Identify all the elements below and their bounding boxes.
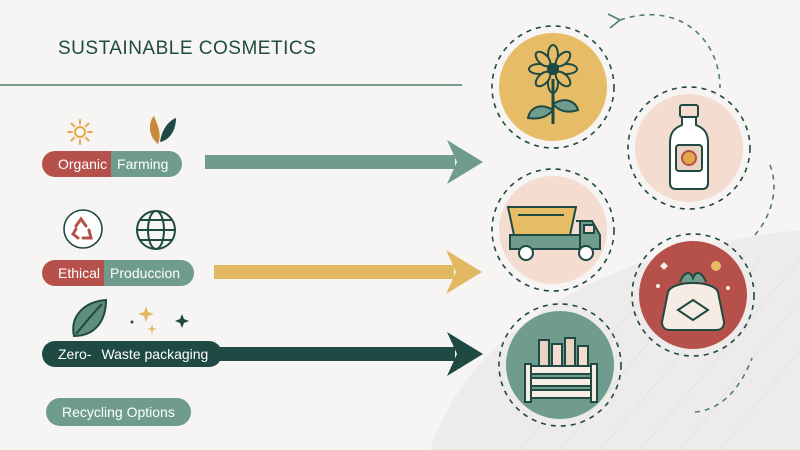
- bottle-icon: [669, 104, 709, 190]
- zero-text: Zero-: [58, 346, 92, 362]
- organic-text: Organic: [42, 151, 112, 177]
- waste-packaging-text: Waste packaging: [101, 346, 209, 362]
- produccion-text: Produccion: [104, 260, 195, 286]
- zero-waste-label: Zero- Waste packaging: [42, 341, 223, 367]
- ethical-text: Ethical: [42, 260, 105, 286]
- ethical-production-label: Ethical Produccion: [42, 260, 195, 286]
- page-title: SUSTAINABLE COSMETICS: [58, 38, 317, 59]
- cycle-connectors: [607, 13, 775, 413]
- ethical-production-arrow: [214, 250, 482, 294]
- globe-icon: [136, 210, 176, 250]
- farming-text: Farming: [111, 151, 183, 177]
- organic-farming-arrow: [205, 140, 483, 184]
- title-divider: [0, 84, 462, 86]
- leaf-icon: [72, 298, 108, 338]
- recycle-icon: [63, 209, 103, 249]
- truck-node: [491, 168, 615, 292]
- zero-waste-arrow: [220, 332, 483, 376]
- product-crate-node: [498, 303, 622, 427]
- bottle-node: [627, 86, 751, 210]
- organic-farming-label: Organic Farming: [42, 151, 183, 177]
- recycling-options-button[interactable]: Recycling Options: [46, 398, 191, 426]
- product-crate-icon: [524, 337, 598, 403]
- eco-bag-node: [631, 233, 755, 357]
- truck-icon: [506, 206, 601, 261]
- eco-bag-icon: [656, 261, 730, 331]
- flower-node: [491, 25, 615, 149]
- sun-icon: [67, 119, 93, 145]
- leaf-icon: [149, 116, 176, 144]
- sparkle-icon: [130, 306, 189, 334]
- flower-icon: [526, 44, 580, 124]
